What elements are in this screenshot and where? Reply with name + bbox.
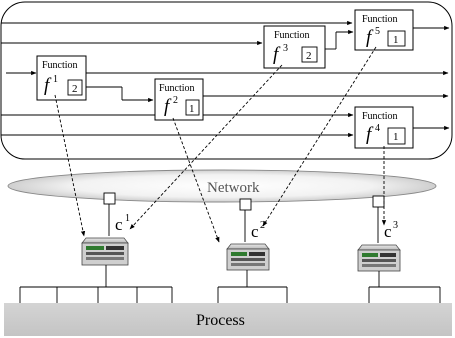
controller-superscript: 2: [260, 220, 265, 231]
controller-1: c 1: [81, 213, 130, 266]
controller-2: c 2: [226, 220, 270, 271]
network-taps: [103, 192, 385, 243]
function-id: 2: [72, 83, 78, 95]
function-title: Function: [159, 83, 195, 94]
function-symbol: f: [273, 44, 281, 65]
function-superscript: 2: [173, 95, 178, 106]
function-title: Function: [274, 30, 310, 41]
function-block-f2: Function f 2 1: [154, 78, 204, 121]
network-label: Network: [207, 180, 260, 196]
controller-label: c: [251, 222, 259, 241]
function-symbol: f: [366, 124, 374, 145]
function-id: 1: [393, 131, 399, 143]
process-bar: Process: [4, 303, 452, 336]
controller-label: c: [115, 215, 123, 234]
function-symbol: f: [164, 96, 172, 117]
function-symbol: f: [366, 27, 374, 48]
function-superscript: 1: [53, 74, 58, 85]
mapping-arrows: [54, 46, 387, 243]
function-id: 2: [306, 50, 312, 62]
network-bus: Network: [7, 169, 437, 203]
function-title: Function: [362, 111, 398, 122]
function-title: Function: [42, 60, 78, 71]
function-id: 1: [393, 34, 399, 46]
function-symbol: f: [44, 75, 52, 96]
function-superscript: 5: [375, 26, 380, 37]
signal-lines: [1, 20, 450, 138]
process-label: Process: [196, 312, 245, 329]
application-container: [0, 1, 453, 160]
controller-superscript: 1: [125, 213, 130, 224]
function-superscript: 3: [283, 43, 288, 54]
function-title: Function: [362, 14, 398, 25]
controller-3: c 3: [357, 220, 401, 272]
function-id: 1: [189, 103, 195, 115]
controller-label: c: [384, 222, 392, 241]
process-connections: [19, 265, 441, 303]
controller-superscript: 3: [393, 220, 398, 231]
function-block-f3: Function f 3 2: [263, 25, 326, 69]
function-block-f5: Function f 5 1: [354, 9, 414, 51]
function-superscript: 4: [375, 123, 380, 134]
function-block-f4: Function f 4 1: [354, 106, 414, 149]
function-block-f1: Function f 1 2: [36, 55, 87, 101]
